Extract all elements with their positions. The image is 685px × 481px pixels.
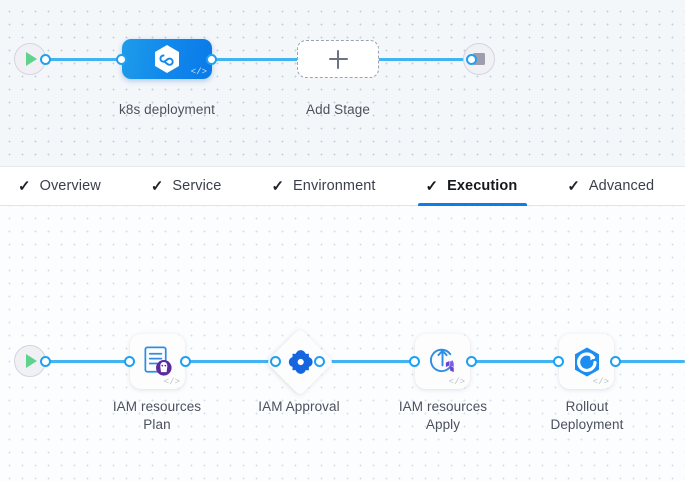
stage-node-input-port[interactable] — [116, 54, 127, 65]
tab-execution[interactable]: ✓ Execution — [417, 167, 536, 206]
tab-advanced-label: Advanced — [588, 178, 655, 194]
play-icon — [26, 354, 37, 368]
check-icon: ✓ — [567, 177, 580, 195]
add-stage-button[interactable] — [297, 40, 379, 78]
step-node-label-iam-resources-apply: IAM resources Apply — [380, 398, 506, 434]
exec-edge-plan-to-approval — [186, 360, 278, 363]
step-code-glyph: </> — [163, 377, 180, 387]
execution-canvas[interactable]: </> IAM resources Plan IAM Approval — [0, 206, 685, 481]
label-line-2: Plan — [143, 417, 171, 432]
step-node-label-rollout-deployment: Rollout Deployment — [524, 398, 650, 434]
stage-edge-start-to-stage — [42, 58, 130, 61]
start-node[interactable] — [14, 43, 46, 75]
check-icon: ✓ — [150, 177, 164, 195]
step-node-label-iam-resources-plan: IAM resources Plan — [92, 398, 222, 434]
stage-node-output-port[interactable] — [206, 54, 217, 65]
end-node-input-port[interactable] — [466, 54, 477, 65]
step-node-rollout-deployment[interactable]: </> — [559, 334, 614, 389]
add-stage-label: Add Stage — [306, 102, 370, 117]
tab-execution-label: Execution — [447, 178, 518, 194]
step-rollout-output-port[interactable] — [610, 356, 621, 367]
label-line-1: Rollout — [565, 399, 609, 414]
end-node[interactable] — [463, 43, 495, 75]
terraform-plan-document-icon — [144, 346, 172, 376]
step-approval-output-port[interactable] — [314, 356, 325, 367]
step-apply-output-port[interactable] — [466, 356, 477, 367]
tab-overview-label: Overview — [39, 178, 101, 194]
step-apply-input-port[interactable] — [409, 356, 420, 367]
tab-advanced[interactable]: ✓ Advanced — [559, 167, 672, 205]
label-line-1: IAM Approval — [258, 399, 340, 414]
step-node-iam-resources-apply[interactable]: </> — [415, 334, 470, 389]
stage-edge-add-to-end — [376, 58, 472, 61]
tab-service[interactable]: ✓ Service — [143, 167, 240, 205]
label-line-2: Apply — [425, 417, 461, 432]
terraform-apply-icon — [429, 348, 454, 373]
tab-environment[interactable]: ✓ Environment — [263, 167, 393, 205]
step-rollout-input-port[interactable] — [553, 356, 564, 367]
label-line-1: IAM resources — [112, 399, 202, 414]
k8s-hexagon-icon — [155, 45, 179, 73]
stage-node-label: k8s deployment — [119, 102, 215, 117]
step-node-iam-resources-plan[interactable]: </> — [130, 334, 185, 389]
stage-node-k8s-deployment[interactable]: </> — [122, 39, 212, 79]
tab-overview[interactable]: ✓ Overview — [10, 167, 119, 205]
step-code-glyph: </> — [592, 377, 609, 387]
execution-start-output-port[interactable] — [40, 356, 51, 367]
label-line-2: Deployment — [550, 417, 624, 432]
stage-code-glyph: </> — [190, 67, 207, 77]
step-node-label-iam-approval: IAM Approval — [238, 398, 360, 416]
step-plan-output-port[interactable] — [180, 356, 191, 367]
check-icon: ✓ — [271, 177, 285, 195]
check-icon: ✓ — [18, 177, 31, 195]
tab-service-label: Service — [172, 178, 222, 194]
stage-canvas[interactable]: </> k8s deployment Add Stage — [0, 0, 685, 166]
step-plan-input-port[interactable] — [124, 356, 135, 367]
start-node-output-port[interactable] — [40, 54, 51, 65]
tab-environment-label: Environment — [293, 178, 376, 194]
play-icon — [26, 52, 37, 66]
rollout-deployment-icon — [574, 347, 599, 376]
exec-edge-approval-to-apply — [320, 360, 416, 363]
label-line-1: IAM resources — [398, 399, 488, 414]
exec-edge-start-to-plan — [42, 360, 134, 363]
step-approval-input-port[interactable] — [270, 356, 281, 367]
plus-icon — [328, 49, 348, 69]
step-code-glyph: </> — [448, 377, 465, 387]
check-icon: ✓ — [425, 177, 439, 195]
stage-tab-bar: ✓ Overview ✓ Service ✓ Environment ✓ Exe… — [0, 166, 685, 206]
stage-edge-stage-to-add — [210, 58, 302, 61]
exec-edge-rollout-to-next — [616, 360, 685, 363]
exec-edge-apply-to-rollout — [472, 360, 562, 363]
